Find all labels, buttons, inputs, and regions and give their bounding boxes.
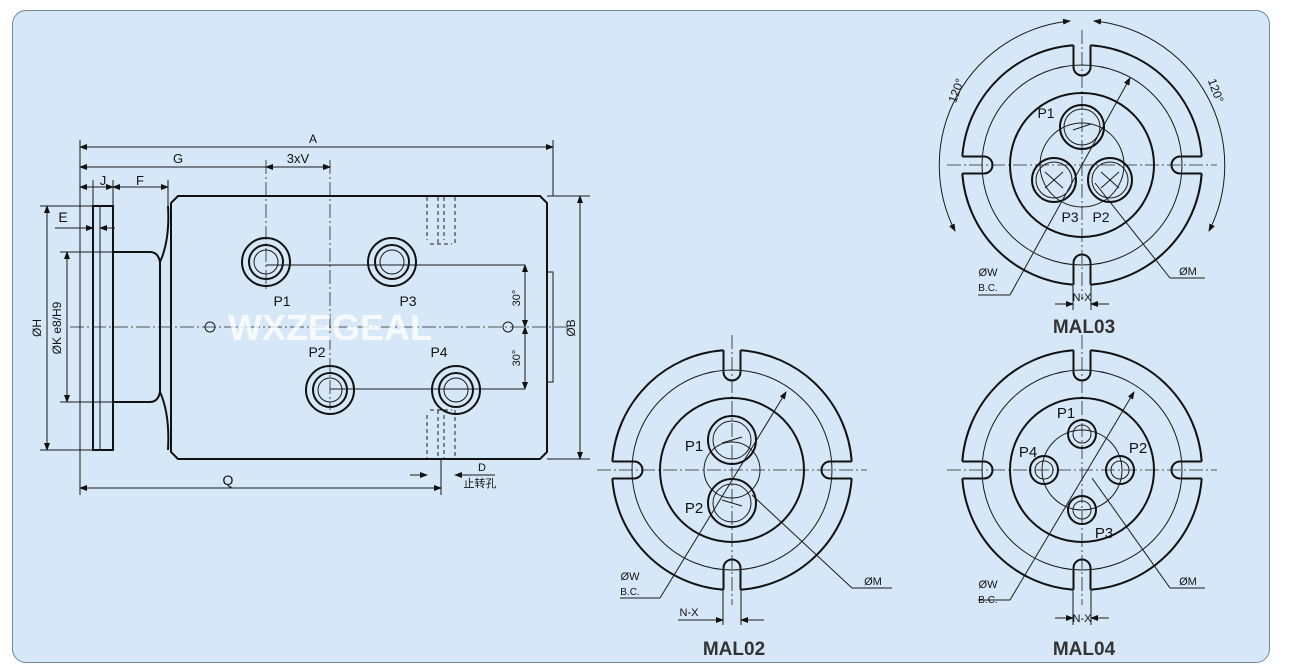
mal02-port-p1 — [707, 415, 757, 465]
dim-g: G — [173, 151, 183, 166]
dim-j: J — [100, 173, 107, 188]
angle-top: 30° — [511, 290, 523, 307]
dim-d: D — [478, 462, 486, 474]
mal04-m-label: ØM — [1179, 576, 1197, 588]
label-p4: P4 — [430, 344, 447, 360]
mal04-port-p3 — [1067, 495, 1097, 525]
label-p2: P2 — [308, 344, 325, 360]
port-p4 — [431, 365, 481, 415]
flange-outline — [92, 205, 114, 451]
mal03-w-label: ØW — [979, 267, 999, 279]
mal04-bc-label: B.C. — [978, 595, 997, 606]
watermark: WXZEGEAL — [228, 307, 432, 348]
mal03-m-label: ØM — [1179, 266, 1197, 278]
view-mal02: P1 P2 ØW B.C. ØM N-X MAL02 — [596, 334, 892, 660]
dim-a: A — [309, 132, 317, 146]
dim-h: ØH — [30, 319, 44, 337]
mal02-port-p2 — [707, 478, 757, 528]
dim-q: Q — [223, 472, 234, 488]
mal04-port-p4 — [1029, 455, 1059, 485]
mal04-label-p3: P3 — [1095, 525, 1113, 542]
dim-k: ØK e8/H9 — [50, 301, 64, 354]
mal02-label-p2: P2 — [685, 500, 703, 517]
caption-mal03: MAL03 — [1053, 317, 1115, 338]
mal03-label-p3: P3 — [1061, 209, 1078, 225]
mal02-w-label: ØW — [621, 571, 641, 583]
mal04-label-p2: P2 — [1129, 440, 1147, 457]
mal02-nx-label: N-X — [680, 607, 700, 619]
view-mal03: 120° 120° P1 P3 P2 ØW B.C. ØM N-X MAL03 — [938, 18, 1227, 338]
caption-mal04: MAL04 — [1053, 639, 1116, 660]
mal03-bc-label: B.C. — [978, 283, 997, 294]
mal04-label-p4: P4 — [1019, 444, 1037, 461]
mal04-port-p2 — [1105, 455, 1135, 485]
mal03-label-p2: P2 — [1092, 209, 1109, 225]
mal04-nx-label: N-X — [1073, 613, 1093, 625]
mal02-bc-label: B.C. — [620, 587, 639, 598]
view-mal04: P1 P2 P3 P4 ØW B.C. ØM N-X MAL04 — [946, 334, 1218, 660]
body-outline — [170, 195, 548, 460]
mal03-angle-right: 120° — [1205, 77, 1227, 105]
dim-v: 3xV — [287, 151, 310, 166]
side-view: A G 3xV J F E ØH ØK e8/H9 ØB 30° 30° Q D… — [30, 132, 590, 495]
mal03-nx-label: N-X — [1073, 292, 1093, 304]
port-p3 — [367, 237, 417, 287]
mal02-label-p1: P1 — [685, 438, 703, 455]
label-p1: P1 — [273, 293, 290, 309]
mal04-port-p1 — [1067, 419, 1097, 449]
mal03-angle-left: 120° — [945, 76, 967, 104]
caption-mal02: MAL02 — [703, 639, 765, 660]
dim-f: F — [136, 173, 144, 188]
dim-e: E — [58, 209, 67, 225]
mal04-w-label: ØW — [979, 579, 999, 591]
mal02-m-label: ØM — [864, 576, 882, 588]
mal04-label-p1: P1 — [1057, 405, 1075, 422]
label-p3: P3 — [399, 293, 416, 309]
dim-b: ØB — [564, 319, 578, 336]
angle-bottom: 30° — [511, 350, 523, 367]
mal03-label-p1: P1 — [1037, 105, 1054, 121]
stop-hole-label: 止转孔 — [464, 476, 497, 490]
